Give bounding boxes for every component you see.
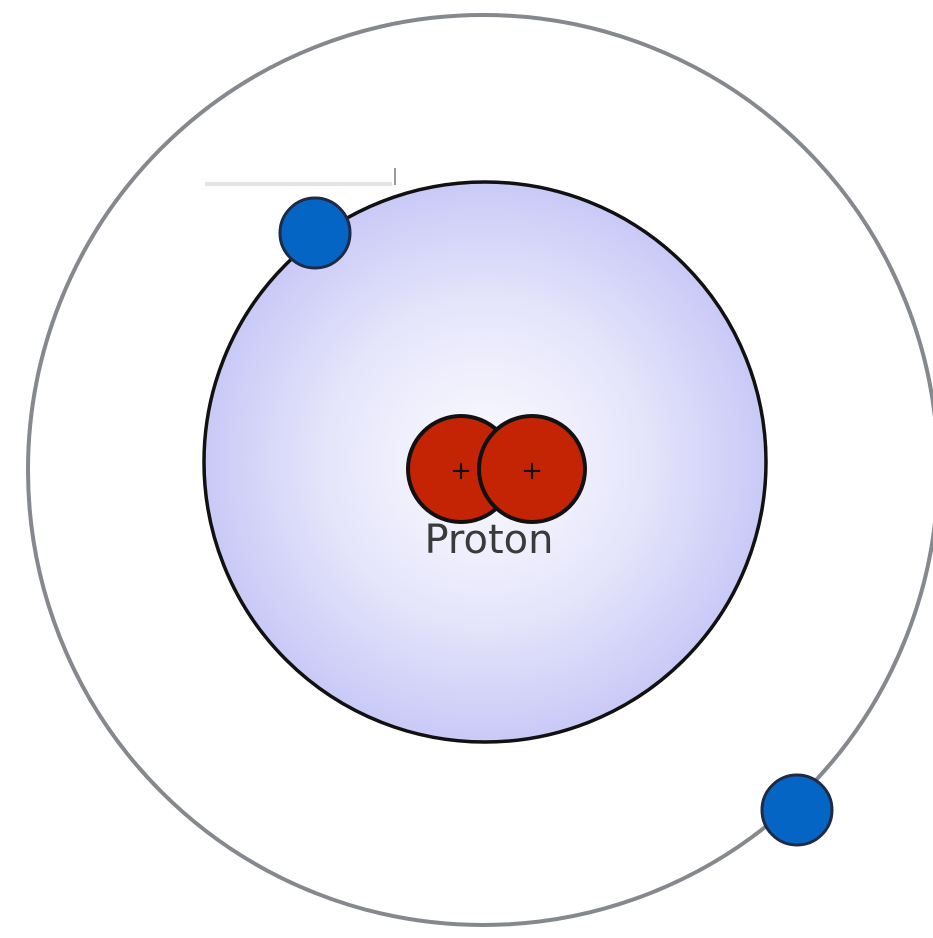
electron-top — [280, 198, 350, 268]
obscured-label-fragment — [205, 182, 392, 186]
electron-bottom — [762, 775, 832, 845]
proton-label: Proton — [425, 517, 554, 563]
proton-right-sign: + — [521, 456, 543, 486]
nucleus: + + — [408, 416, 585, 522]
proton-left-sign: + — [450, 456, 472, 486]
